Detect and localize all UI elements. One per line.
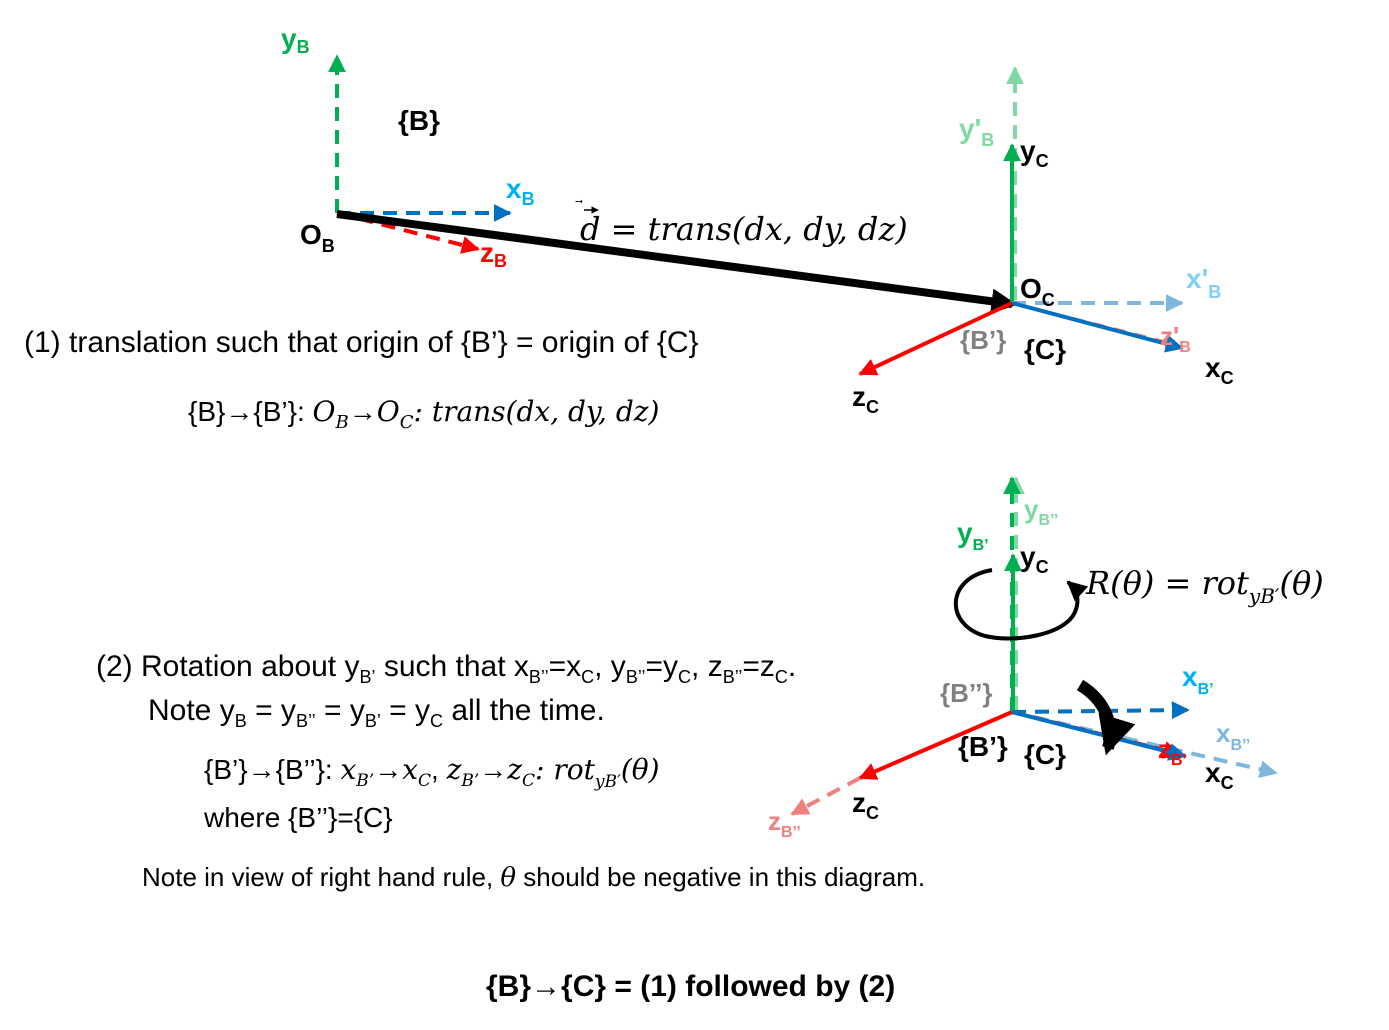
zc-bottom-axis-arrow <box>858 710 1013 780</box>
z-bprime-label: zB’ <box>1158 734 1187 769</box>
translation-expression: d = trans(dx, dy, dz) <box>580 210 908 248</box>
translation-arrow <box>336 210 1018 314</box>
xc-label: xC <box>1205 352 1234 388</box>
frame-c-bottom: yB’’ yB’ yC R(θ) = rotyB′(θ) xB’ xB’’ zB… <box>768 476 1324 841</box>
ob-label: OB <box>300 219 335 256</box>
y-bdouble-label: yB’’ <box>1024 494 1058 529</box>
frame-bdouble-label: {B’’} <box>940 678 993 708</box>
step1-text: (1) translation such that origin of {B’}… <box>24 326 699 433</box>
xc-bottom-label: xC <box>1205 757 1234 793</box>
x-prime-b-label: x'B <box>1186 263 1221 302</box>
step2-text: (2) Rotation about yB’ such that xB’’=xC… <box>96 650 796 833</box>
yc-label: yC <box>1020 135 1049 171</box>
rotation-curved-arrow <box>1076 679 1136 756</box>
xc-axis-arrow <box>1011 301 1184 353</box>
z-bdouble-axis-arrow <box>790 776 861 816</box>
frame-b-title: {B} <box>398 105 440 136</box>
zc-bottom-label: zC <box>852 787 879 823</box>
vector-d-arrow-accent: ⃗ <box>575 199 583 204</box>
step2-where: where {B’’}={C} <box>203 802 393 833</box>
frame-b: yB {B} xB OB zB <box>281 23 535 271</box>
xc-bottom-axis-arrow <box>1011 710 1187 761</box>
y-prime-b-label: y'B <box>959 113 994 150</box>
x-bprime-axis-arrow <box>1011 701 1190 720</box>
oc-label: OC <box>1020 273 1055 310</box>
x-bdouble-label: xB’’ <box>1216 718 1250 754</box>
conclusion: {B}→{C} = (1) followed by (2) <box>486 970 895 1003</box>
step2-line2: Note yB = yB’’ = yB’ = yC all the time. <box>148 694 605 731</box>
x-bprime-label: xB’ <box>1182 661 1214 698</box>
yc-bottom-label: yC <box>1020 541 1049 577</box>
frame-bprime-label: {B’} <box>960 325 1006 355</box>
translation-vector: ⃗ d = trans(dx, dy, dz) <box>336 199 1018 314</box>
step1-description: (1) translation such that origin of {B’}… <box>24 326 699 359</box>
zc-label: zC <box>852 381 879 417</box>
step2-formula: {B’}→{B’’}: xB’→xC, zB’→zC: rotyB′(θ) <box>204 753 660 792</box>
frame-c-label: {C} <box>1024 334 1066 365</box>
zb-label: zB <box>480 237 507 271</box>
y-bprime-label: yB’ <box>957 517 989 554</box>
xb-label: xB <box>506 173 535 209</box>
z-prime-b-label: z'B <box>1160 321 1191 356</box>
step1-formula: {B}→{B’}: OB→OC: trans(dx, dy, dz) <box>188 395 659 433</box>
rotation-ellipse-arrow <box>953 568 1089 641</box>
frame-c-bottom-label: {C} <box>1024 739 1066 770</box>
z-bdouble-label: zB’’ <box>768 806 801 841</box>
step2-line1: (2) Rotation about yB’ such that xB’’=xC… <box>96 650 796 687</box>
rotation-formula: R(θ) = rotyB′(θ) <box>1085 564 1324 608</box>
frame-bprime-bottom-label: {B’} <box>958 731 1008 762</box>
zc-axis-arrow <box>858 301 1013 376</box>
right-hand-rule-note: Note in view of right hand rule, θ shoul… <box>142 862 925 893</box>
yb-label: yB <box>281 23 310 57</box>
frame-c-top: y'B yC OC x'B z'B xC zC {B’} {C} <box>852 66 1234 417</box>
